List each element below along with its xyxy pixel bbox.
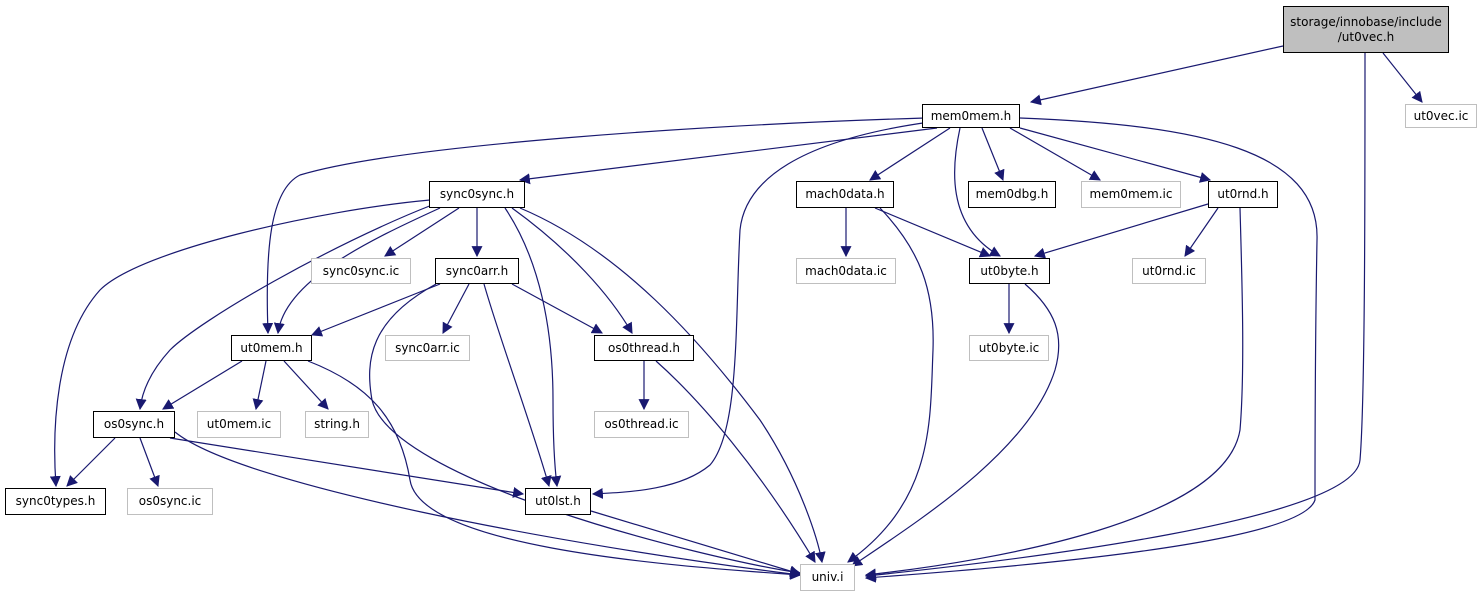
- node-ut0mem-h[interactable]: ut0mem.h: [231, 335, 312, 361]
- edge-os0thread-to-univ: [655, 360, 816, 563]
- edge-mach0data-to-univ: [847, 207, 934, 563]
- node-os0thread-h[interactable]: os0thread.h: [594, 335, 694, 361]
- edge-os0sync-to-sync0types: [66, 437, 116, 487]
- edge-mach0data-to-ut0byte: [874, 207, 992, 258]
- node-ut0rnd-ic: ut0rnd.ic: [1132, 258, 1206, 284]
- node-root-ut0vec-h: storage/innobase/include /ut0vec.h: [1283, 6, 1449, 53]
- edge-ut0mem-to-string: [283, 360, 329, 410]
- node-sync0sync-ic: sync0sync.ic: [311, 258, 411, 284]
- node-os0sync-h[interactable]: os0sync.h: [93, 411, 175, 438]
- node-ut0lst-h[interactable]: ut0lst.h: [525, 488, 591, 515]
- node-mach0data-ic: mach0data.ic: [796, 258, 896, 284]
- edge-root-to-univ: [864, 52, 1366, 581]
- edge-mem0mem-to-ut0mem: [262, 117, 926, 335]
- node-mem0mem-ic: mem0mem.ic: [1081, 181, 1181, 208]
- edge-mem0mem-to-mem0mem-ic: [1009, 127, 1101, 181]
- node-sync0arr-ic: sync0arr.ic: [385, 335, 470, 361]
- root-path-line2: /ut0vec.h: [1337, 29, 1395, 44]
- edge-root-to-mem0mem: [1029, 45, 1284, 106]
- node-string-h: string.h: [305, 411, 369, 438]
- node-sync0types-h[interactable]: sync0types.h: [5, 488, 106, 515]
- edge-mem0mem-to-ut0lst: [591, 121, 931, 499]
- edge-os0sync-to-ut0lst: [169, 437, 525, 498]
- node-ut0rnd-h[interactable]: ut0rnd.h: [1208, 181, 1278, 208]
- edge-ut0mem-to-os0sync: [162, 360, 243, 410]
- edge-ut0rnd-to-ut0byte: [1033, 203, 1209, 259]
- node-ut0byte-ic: ut0byte.ic: [969, 335, 1049, 361]
- edge-sync0sync-to-os0thread: [511, 207, 633, 334]
- node-mem0mem-h[interactable]: mem0mem.h: [922, 104, 1020, 128]
- edge-sync0sync-to-ut0lst: [504, 207, 562, 488]
- node-ut0mem-ic: ut0mem.ic: [197, 411, 281, 438]
- edge-sync0arr-to-os0thread: [511, 283, 603, 334]
- node-mem0dbg-h[interactable]: mem0dbg.h: [968, 181, 1056, 208]
- edge-mem0mem-to-mem0dbg: [981, 127, 1005, 182]
- root-path-line1: storage/innobase/include: [1290, 14, 1442, 29]
- edge-os0sync-to-os0sync-ic: [139, 437, 160, 488]
- edge-os0sync-to-univ: [174, 431, 802, 580]
- node-ut0byte-h[interactable]: ut0byte.h: [969, 258, 1050, 284]
- edge-sync0arr-to-sync0arr-ic: [442, 283, 470, 334]
- edge-sync0sync-to-os0sync: [135, 204, 433, 411]
- node-os0sync-ic: os0sync.ic: [127, 488, 213, 515]
- edge-sync0arr-to-ut0mem: [310, 283, 441, 337]
- edge-mem0mem-to-mach0data: [869, 127, 951, 181]
- edge-ut0rnd-to-univ: [864, 207, 1244, 580]
- edge-ut0rnd-to-ut0rnd-ic: [1184, 207, 1219, 257]
- edge-sync0sync-to-sync0types: [49, 199, 431, 488]
- edge-ut0mem-to-univ: [307, 360, 802, 580]
- node-sync0sync-h[interactable]: sync0sync.h: [429, 181, 525, 208]
- node-mach0data-h[interactable]: mach0data.h: [796, 181, 894, 208]
- edge-sync0sync-to-univ: [519, 207, 826, 564]
- node-os0thread-ic: os0thread.ic: [594, 411, 689, 438]
- edge-sync0sync-to-sync0sync-ic: [384, 207, 460, 257]
- edge-ut0byte-to-univ: [851, 283, 1060, 567]
- edge-mem0mem-to-ut0rnd: [1019, 127, 1212, 183]
- edge-mem0mem-to-sync0sync: [518, 127, 938, 185]
- node-univ-i: univ.i: [800, 564, 855, 591]
- edge-ut0lst-to-univ: [590, 510, 802, 577]
- edge-sync0arr-to-ut0lst: [483, 283, 552, 488]
- edge-sync0arr-to-univ: [369, 283, 802, 577]
- node-sync0arr-h[interactable]: sync0arr.h: [435, 258, 519, 284]
- edge-ut0mem-to-ut0mem-ic: [252, 360, 267, 411]
- edge-mem0mem-to-ut0byte: [954, 127, 1001, 257]
- node-ut0vec-ic: ut0vec.ic: [1405, 104, 1477, 128]
- edge-root-to-ut0vec-ic: [1382, 52, 1423, 103]
- edge-mem0mem-to-univ: [864, 117, 1318, 583]
